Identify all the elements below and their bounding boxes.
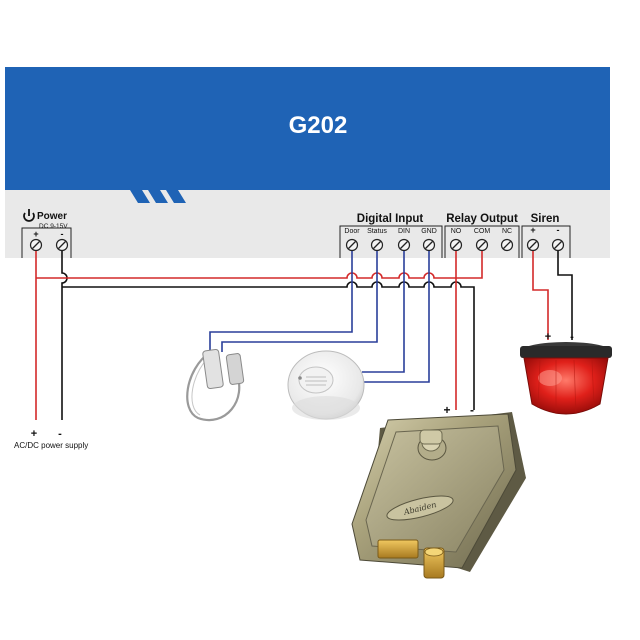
- lock-plus-label: +: [443, 403, 450, 417]
- terminal-din: [397, 238, 411, 252]
- terminal-screws: [29, 238, 565, 252]
- terminal-label-status: Status: [367, 228, 387, 235]
- supply-minus-label: -: [58, 428, 62, 440]
- digital-input-label: Digital Input: [357, 213, 424, 225]
- lock-brand-plate: Abaiden: [386, 495, 454, 521]
- wire-supply-minus: [61, 251, 68, 420]
- device-model: G202: [289, 112, 348, 139]
- terminal-power-minus: [55, 238, 69, 252]
- terminal-no: [449, 238, 463, 252]
- power-section: Power DC 9-15V + -: [23, 209, 68, 239]
- terminal-label-din: DIN: [398, 228, 410, 235]
- wires: [35, 251, 573, 420]
- wire-siren-minus: [557, 251, 573, 340]
- siren-plus-label: +: [545, 331, 551, 343]
- wire-din: [362, 251, 405, 373]
- lock-bolt: [377, 539, 419, 559]
- siren-label: Siren: [531, 213, 560, 225]
- lock-minus-label: -: [470, 403, 474, 417]
- siren-device: + -: [520, 331, 612, 415]
- wire-door: [209, 251, 353, 352]
- power-spec: DC 9-15V: [39, 223, 68, 230]
- terminal-group-brackets: [21, 225, 571, 258]
- door-contact-sensor: [186, 348, 245, 421]
- terminal-gnd: [422, 238, 436, 252]
- supply-plus-label: +: [31, 428, 37, 440]
- electric-lock: + - Abaiden: [351, 403, 526, 579]
- siren-minus-label: -: [570, 331, 574, 343]
- terminal-siren-plus: [526, 238, 540, 252]
- wire-red-bus: [36, 251, 483, 279]
- wire-gnd: [362, 251, 430, 383]
- supply-label: AC/DC power supply: [14, 441, 88, 450]
- relay-output-label: Relay Output: [446, 213, 518, 225]
- power-icon: [23, 209, 35, 222]
- header-bar: [5, 67, 610, 190]
- terminal-power-plus: [29, 238, 43, 252]
- header-stripes-decoration: [130, 190, 186, 203]
- terminal-label-nc: NC: [502, 228, 512, 235]
- wire-status: [221, 251, 378, 352]
- terminal-com: [475, 238, 489, 252]
- power-plus-label: +: [33, 229, 38, 239]
- terminal-label-siren-plus: +: [530, 225, 535, 235]
- lock-cylinder: [417, 429, 447, 461]
- terminal-label-siren-minus: -: [557, 225, 560, 235]
- wire-siren-plus: [532, 251, 549, 340]
- terminal-label-door: Door: [344, 228, 360, 235]
- terminal-siren-minus: [551, 238, 565, 252]
- power-minus-label: -: [61, 229, 64, 239]
- terminal-label-gnd: GND: [421, 228, 437, 235]
- power-label: Power: [37, 211, 67, 222]
- terminal-status: [370, 238, 384, 252]
- wire-black-bus: [62, 281, 475, 410]
- terminal-label-com: COM: [474, 228, 491, 235]
- terminal-nc: [500, 238, 514, 252]
- terminal-door: [345, 238, 359, 252]
- smoke-detector: [287, 350, 365, 420]
- terminal-label-no: NO: [451, 228, 462, 235]
